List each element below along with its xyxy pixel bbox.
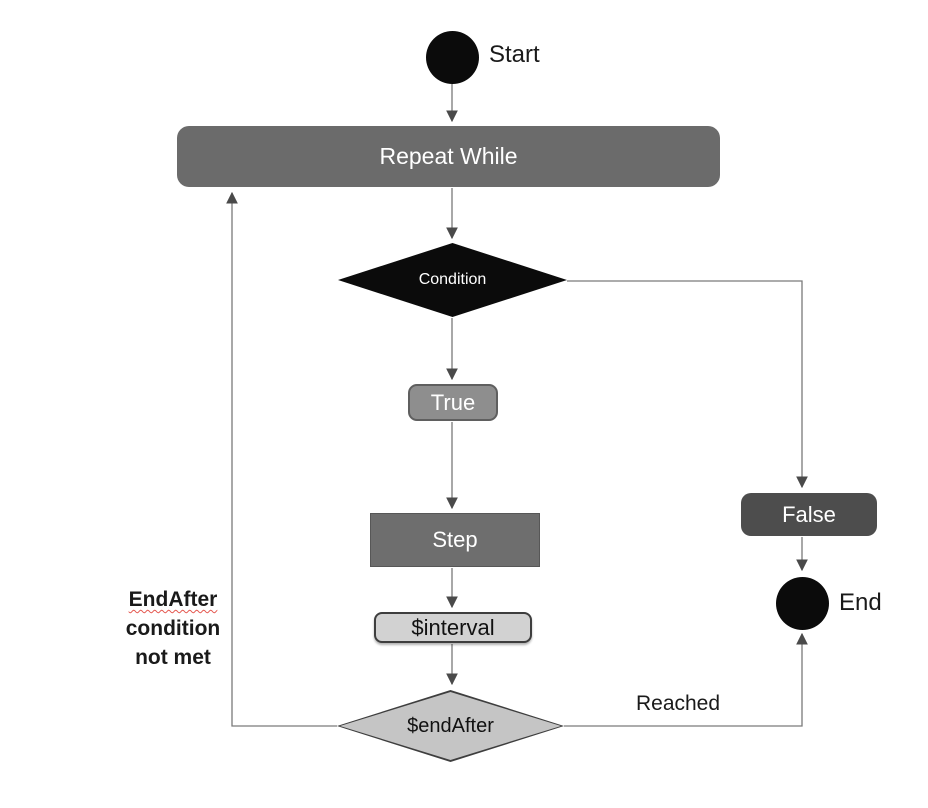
start-label: Start <box>489 41 540 68</box>
loop-note-line-1: EndAfter <box>128 588 218 611</box>
edge-endafter-to-end-reached <box>564 632 808 727</box>
edge-endafter-to-repeat-while-loop <box>226 191 337 727</box>
repeat-while-node: Repeat While <box>177 126 720 187</box>
true-label: True <box>430 389 476 415</box>
end-label: End <box>839 589 882 616</box>
loop-note-line-2: condition <box>125 617 221 640</box>
endafter-label: $endAfter <box>407 714 494 737</box>
true-branch-node: True <box>408 384 498 421</box>
repeat-while-label: Repeat While <box>379 143 518 169</box>
loop-note: EndAfter condition not met <box>110 585 236 672</box>
step-node: Step <box>370 513 540 567</box>
interval-node: $interval <box>374 612 532 643</box>
false-label: False <box>782 501 836 527</box>
end-terminal-node <box>776 577 829 630</box>
step-label: Step <box>432 527 478 552</box>
condition-label: Condition <box>418 271 487 288</box>
edge-condition-to-false <box>567 280 808 489</box>
false-branch-node: False <box>741 493 877 536</box>
start-terminal-node <box>426 31 479 84</box>
loop-note-line-3: not met <box>135 646 211 669</box>
interval-label: $interval <box>411 614 495 640</box>
reached-edge-label: Reached <box>635 692 721 715</box>
